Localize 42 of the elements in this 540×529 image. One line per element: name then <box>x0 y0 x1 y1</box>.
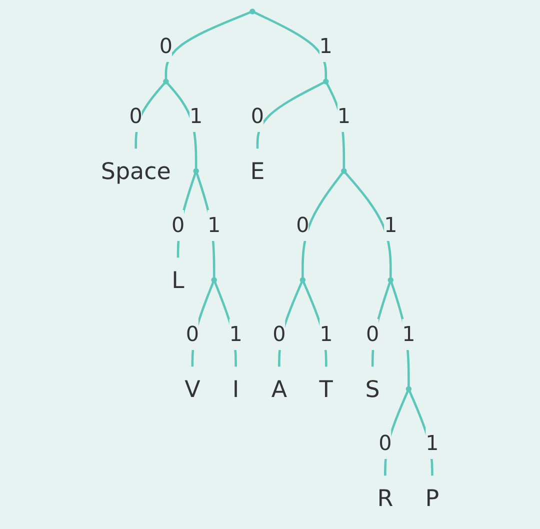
node-circle <box>193 168 199 174</box>
connector <box>344 172 392 278</box>
edge-label: 0 <box>250 104 264 129</box>
edge-label: 1 <box>402 322 416 347</box>
node-text: T <box>319 375 334 403</box>
node-text: V <box>184 375 200 403</box>
edge-label: 0 <box>378 431 392 456</box>
node-circle <box>406 386 412 392</box>
edge-label: 1 <box>426 431 439 456</box>
node-text: A <box>271 375 288 403</box>
edge-label: 1 <box>337 104 350 129</box>
node-circle <box>250 8 256 14</box>
node-circle <box>211 277 217 283</box>
node-circle <box>300 277 306 283</box>
edge-label: 1 <box>229 322 242 347</box>
connector <box>254 11 328 80</box>
node-text: S <box>365 375 380 403</box>
node-text: R <box>377 484 394 512</box>
edge-label: 0 <box>129 104 142 129</box>
edge-label: 0 <box>366 322 380 347</box>
node-circle <box>388 277 394 283</box>
edge-label: 0 <box>171 213 185 238</box>
node-text: E <box>250 157 265 185</box>
connector <box>164 11 251 80</box>
node-circle <box>341 168 347 174</box>
connector <box>302 172 344 278</box>
node-circle <box>323 78 329 84</box>
node-text: P <box>425 484 440 512</box>
edge-label: 1 <box>208 213 221 238</box>
edge-label: 0 <box>186 322 199 347</box>
edge-label: 0 <box>159 34 173 59</box>
node-circle <box>163 78 169 84</box>
node-text: L <box>172 266 184 294</box>
edge-label: 0 <box>272 322 286 347</box>
edge-label: 0 <box>296 213 310 238</box>
edge-label: 1 <box>384 213 398 238</box>
edge-label: 1 <box>319 34 332 59</box>
node-text: I <box>232 375 240 403</box>
node-text: Space <box>100 157 171 185</box>
edge-label: 1 <box>189 104 203 129</box>
connector <box>256 82 324 150</box>
edge-label: 1 <box>320 322 333 347</box>
